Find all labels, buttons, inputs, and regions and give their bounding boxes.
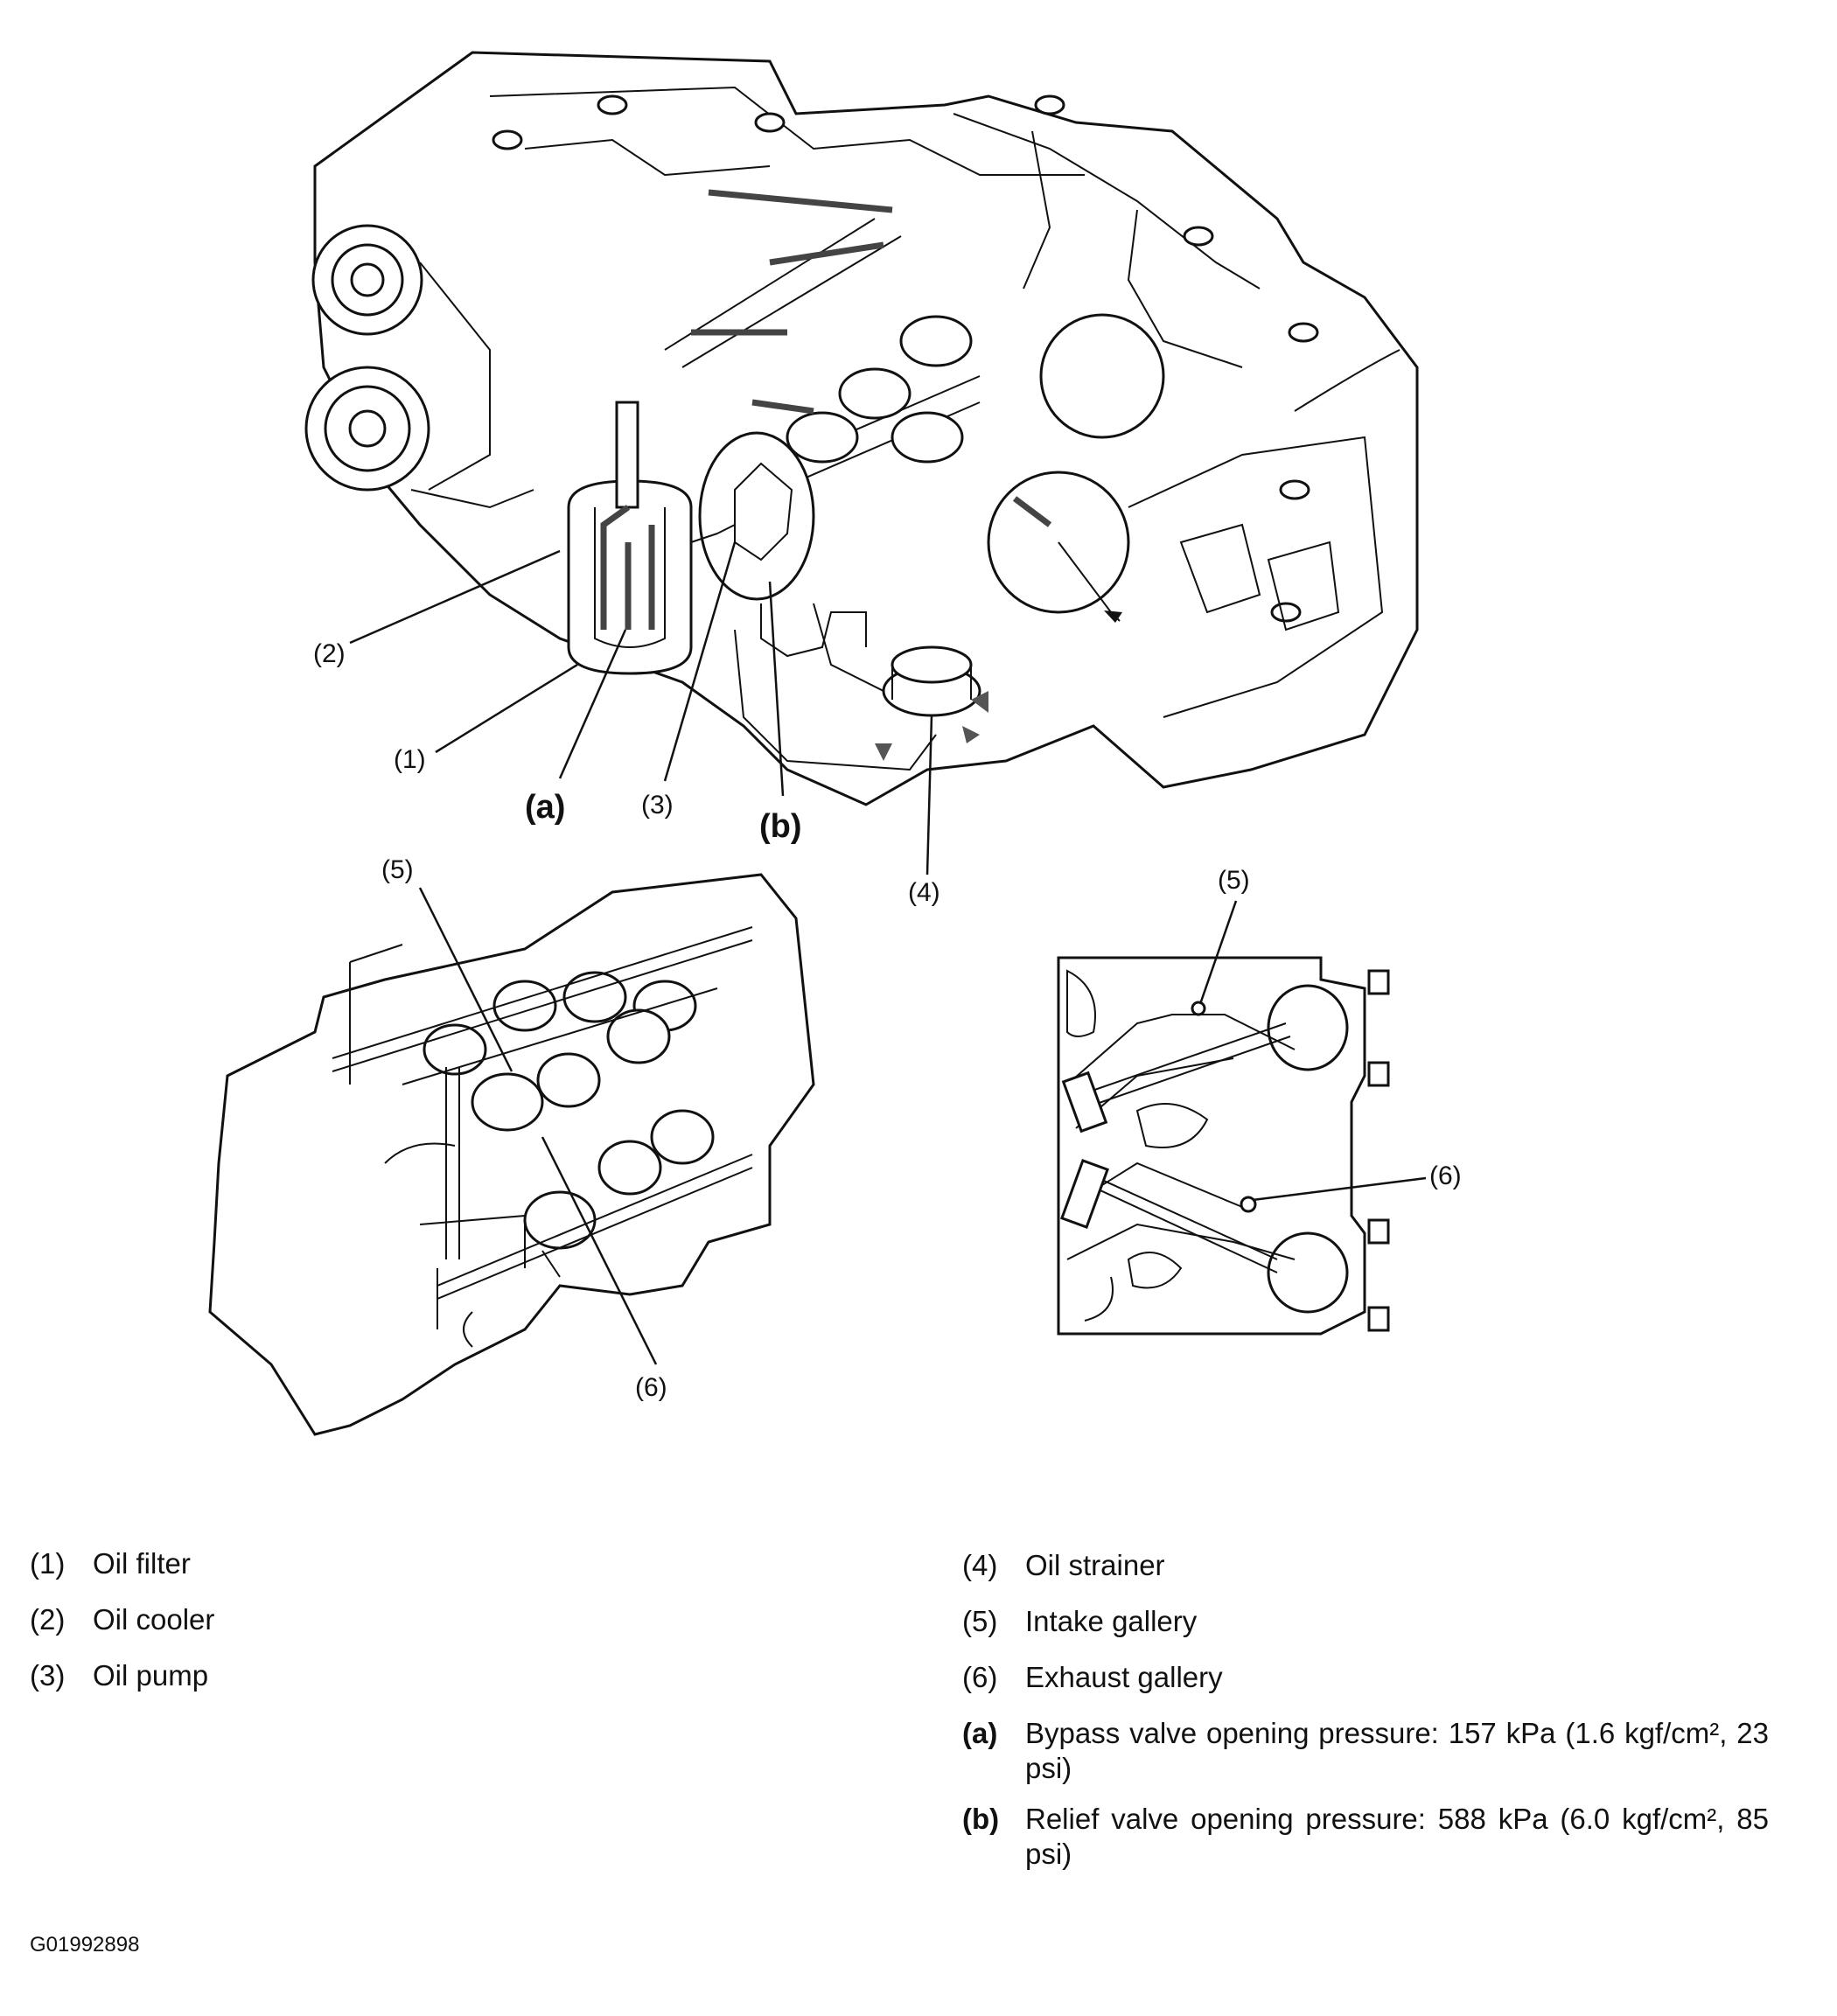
main-callouts: (2) (1) (a) (3) (b) (4)	[313, 541, 940, 907]
legend-item: (1) Oil filter	[30, 1546, 642, 1602]
note-letter: (b)	[962, 1803, 1000, 1835]
legend-number: (4)	[962, 1549, 998, 1581]
callout-5-right: (5)	[1218, 866, 1250, 895]
head-cross-section	[1057, 956, 1390, 1336]
callout-6-left: (6)	[635, 1373, 667, 1402]
legend-note: (a) Bypass valve opening pressure: 157 k…	[962, 1716, 1776, 1802]
legend-number: (2)	[30, 1603, 66, 1636]
legend-number: (6)	[962, 1661, 998, 1693]
legend-label: Oil strainer	[1025, 1549, 1165, 1581]
right-view-callouts: (5) (6)	[1198, 866, 1462, 1202]
note-text: Bypass valve opening pressure: 157 kPa (…	[1025, 1717, 1769, 1784]
legend-item: (3) Oil pump	[30, 1658, 642, 1714]
note-text: Relief valve opening pressure: 588 kPa (…	[1025, 1803, 1769, 1870]
legend-label: Oil cooler	[93, 1603, 215, 1636]
legend-number: (3)	[30, 1659, 66, 1692]
callout-3: (3)	[641, 791, 674, 820]
legend-item: (2) Oil cooler	[30, 1602, 642, 1658]
engine-assembly	[304, 51, 1419, 806]
callout-1: (1)	[394, 745, 426, 774]
callout-b: (b)	[759, 808, 802, 845]
legend-label: Oil filter	[93, 1547, 191, 1580]
legend-number: (1)	[30, 1547, 66, 1580]
galleries-perspective-view	[208, 873, 815, 1436]
callout-5-left: (5)	[381, 855, 414, 884]
left-view-callouts: (5) (6)	[381, 855, 667, 1402]
legend-item: (5) Intake gallery	[962, 1604, 1776, 1660]
legend-item: (4) Oil strainer	[962, 1548, 1776, 1604]
legend-right: (4) Oil strainer (5) Intake gallery (6) …	[962, 1548, 1776, 1887]
note-letter: (a)	[962, 1717, 998, 1749]
engine-lubrication-diagram: (2) (1) (a) (3) (b) (4)	[208, 51, 1462, 1436]
legend-number: (5)	[962, 1605, 998, 1637]
figure-id: G01992898	[30, 1933, 140, 1957]
callout-2: (2)	[313, 639, 346, 668]
legend-note: (b) Relief valve opening pressure: 588 k…	[962, 1802, 1776, 1887]
legend-left: (1) Oil filter (2) Oil cooler (3) Oil pu…	[30, 1546, 642, 1714]
legend-label: Intake gallery	[1025, 1605, 1198, 1637]
legend-label: Exhaust gallery	[1025, 1661, 1223, 1693]
legend-label: Oil pump	[93, 1659, 209, 1692]
legend-item: (6) Exhaust gallery	[962, 1660, 1776, 1716]
callout-6-right: (6)	[1429, 1161, 1462, 1190]
callout-4: (4)	[908, 878, 940, 907]
callout-a: (a)	[525, 789, 565, 826]
